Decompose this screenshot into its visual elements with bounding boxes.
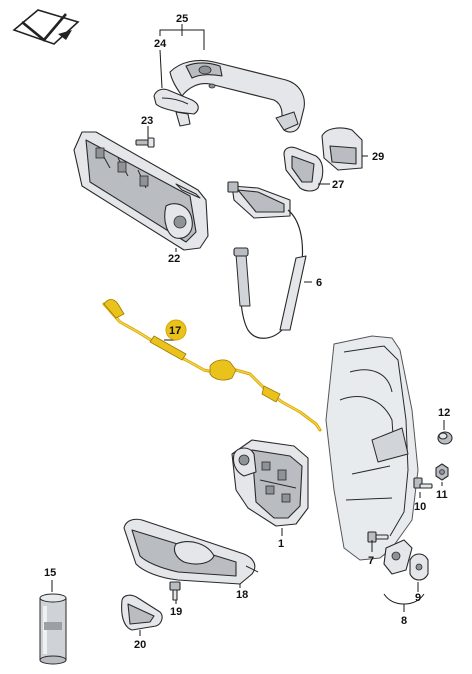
door-lock-1-part — [231, 439, 309, 527]
leader-lines — [51, 24, 445, 636]
plug-12-part — [437, 431, 453, 445]
gasket-27-part — [283, 146, 324, 192]
label-19: 19 — [170, 606, 182, 618]
label-25: 25 — [176, 13, 188, 25]
highlighted-cable-17-part — [102, 299, 322, 432]
handle-gasket-part — [153, 88, 199, 127]
screw-19-part — [169, 581, 181, 601]
label-10: 10 — [414, 501, 426, 513]
interior-handle-18-part — [123, 518, 259, 585]
handle-carrier-part — [73, 131, 209, 251]
label-9: 9 — [415, 592, 421, 604]
striker-8-part — [383, 539, 413, 575]
highlight-badge-17: 17 — [165, 319, 187, 341]
label-6: 6 — [316, 277, 322, 289]
aerosol-can-15-part — [39, 593, 67, 665]
nut-11-part — [435, 463, 449, 481]
screw-23-part — [135, 137, 155, 148]
lock-cap-29-part — [321, 127, 363, 171]
screw-10-part — [413, 477, 433, 489]
label-11: 11 — [436, 489, 448, 501]
label-15: 15 — [44, 567, 56, 579]
vw-audi-logo-icon — [12, 9, 80, 45]
striker-plate-9-part — [409, 553, 429, 581]
label-23: 23 — [141, 115, 153, 127]
label-27: 27 — [332, 179, 344, 191]
cover-20-part — [121, 594, 163, 631]
label-18: 18 — [236, 589, 248, 601]
label-1: 1 — [278, 538, 284, 550]
label-7: 7 — [368, 555, 374, 567]
label-29: 29 — [372, 151, 384, 163]
label-22: 22 — [168, 253, 180, 265]
label-17: 17 — [169, 325, 181, 337]
label-12: 12 — [438, 407, 450, 419]
label-24: 24 — [154, 38, 167, 50]
label-20: 20 — [134, 639, 146, 651]
exterior-handle-part — [169, 59, 305, 133]
door-body-panel — [325, 335, 419, 561]
part-labels: 25 24 23 29 27 22 6 17 12 11 10 1 7 9 8 … — [44, 13, 450, 651]
label-8: 8 — [401, 615, 407, 627]
bowden-cable-6-part — [227, 181, 307, 339]
screw-7-part — [367, 531, 389, 543]
